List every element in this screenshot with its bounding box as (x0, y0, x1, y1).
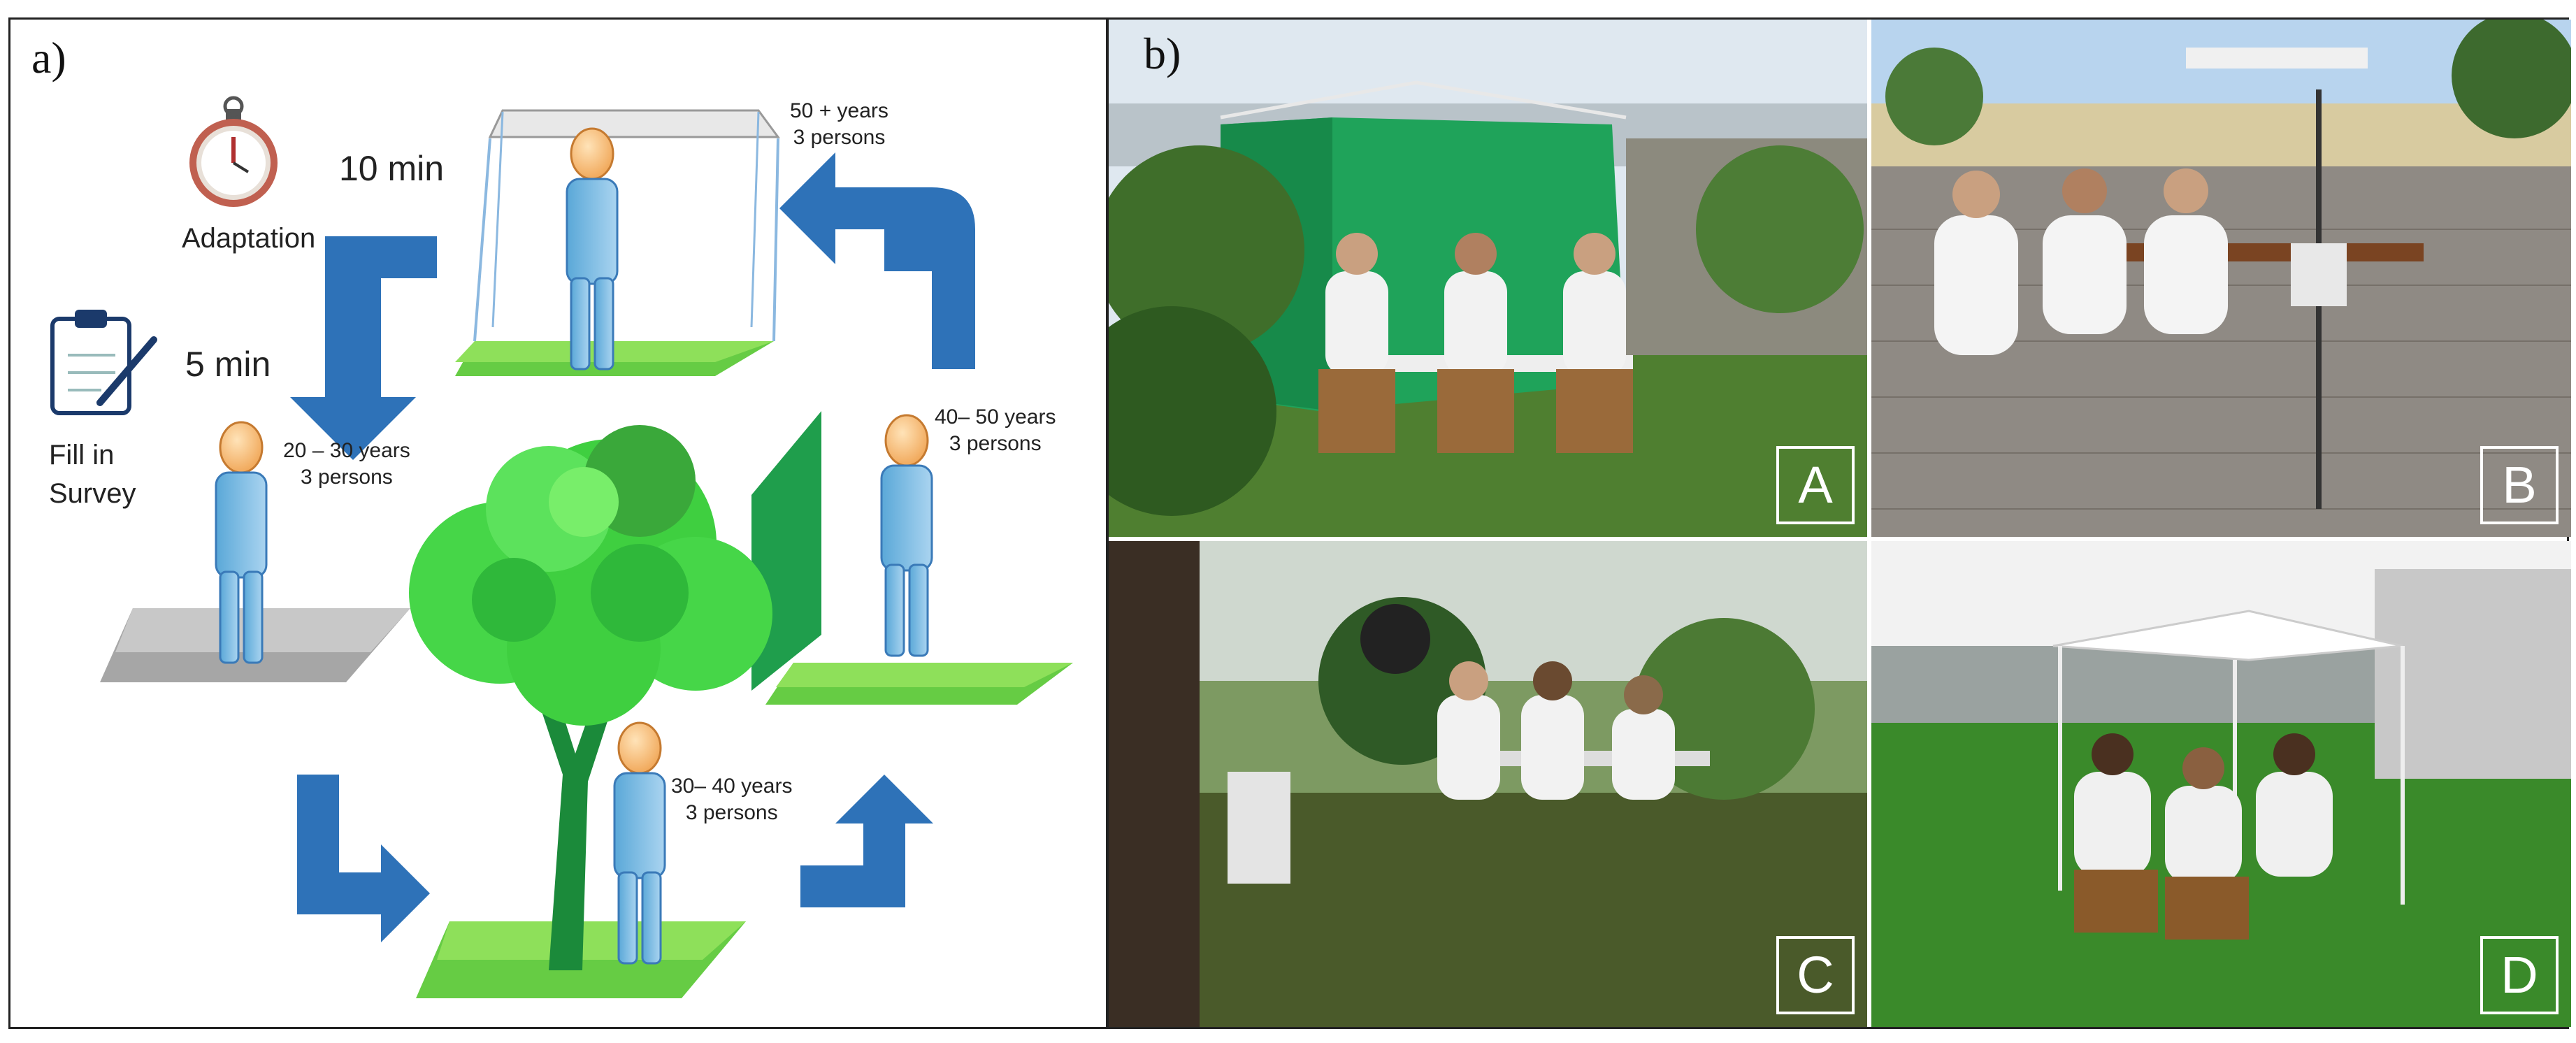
photo-a-green-wall: A (1109, 20, 1867, 537)
photo-a-scene (1109, 20, 1867, 537)
arrow-bottom-right-up (800, 775, 933, 907)
group-age: 50 + years (790, 99, 888, 122)
group-persons: 3 persons (949, 431, 1042, 455)
arrow-bottom-left-right (297, 775, 430, 942)
arrow-right-up (779, 152, 975, 369)
adaptation-time: 10 min (339, 149, 445, 188)
person-figure-top (566, 127, 619, 371)
person-figure-right (880, 414, 933, 657)
group-label-50-plus: 50 + years 3 persons (790, 98, 888, 150)
group-persons: 3 persons (685, 800, 778, 824)
photo-d-letter: D (2480, 936, 2559, 1014)
panel-b-label: b) (1144, 29, 1181, 78)
survey-caption-line-1: Fill in (49, 440, 115, 470)
stopwatch-icon (189, 96, 278, 207)
group-label-30-40: 30– 40 years 3 persons (671, 773, 792, 826)
survey-time: 5 min (185, 345, 271, 384)
photo-b-letter: B (2480, 446, 2559, 524)
survey-caption-line-2: Survey (49, 478, 136, 509)
shaded-roof-platform (455, 109, 780, 376)
group-persons: 3 persons (793, 125, 886, 149)
tree-icon (409, 425, 772, 970)
group-age: 40– 50 years (935, 405, 1056, 429)
group-label-40-50: 40– 50 years 3 persons (935, 404, 1056, 456)
photo-c-tree-shade: C (1109, 541, 1867, 1027)
photo-d-canopy: D (1871, 541, 2571, 1027)
photo-b-scene (1871, 20, 2571, 537)
panel-b-photos: b) A (1107, 17, 2571, 1029)
person-figure-bottom (613, 721, 666, 965)
group-persons: 3 persons (301, 465, 393, 489)
panel-a-diagram: a) 10 min Adaptation 5 min Fill in Surve… (8, 17, 1108, 1029)
diagram-graphics (50, 96, 1073, 998)
person-figure-left (215, 421, 268, 664)
photo-d-scene (1871, 541, 2571, 1027)
group-age: 30– 40 years (671, 775, 793, 798)
panel-a-label: a) (31, 33, 66, 82)
arrow-top-left-down (290, 236, 437, 460)
photo-b-paved-open: B (1871, 20, 2571, 537)
photo-c-letter: C (1776, 936, 1855, 1014)
clipboard-icon (50, 310, 157, 415)
group-age: 20 – 30 years (283, 439, 410, 462)
group-label-20-30: 20 – 30 years 3 persons (283, 438, 410, 490)
photo-a-letter: A (1776, 446, 1855, 524)
photo-c-scene (1109, 541, 1867, 1027)
adaptation-caption: Adaptation (182, 223, 316, 254)
